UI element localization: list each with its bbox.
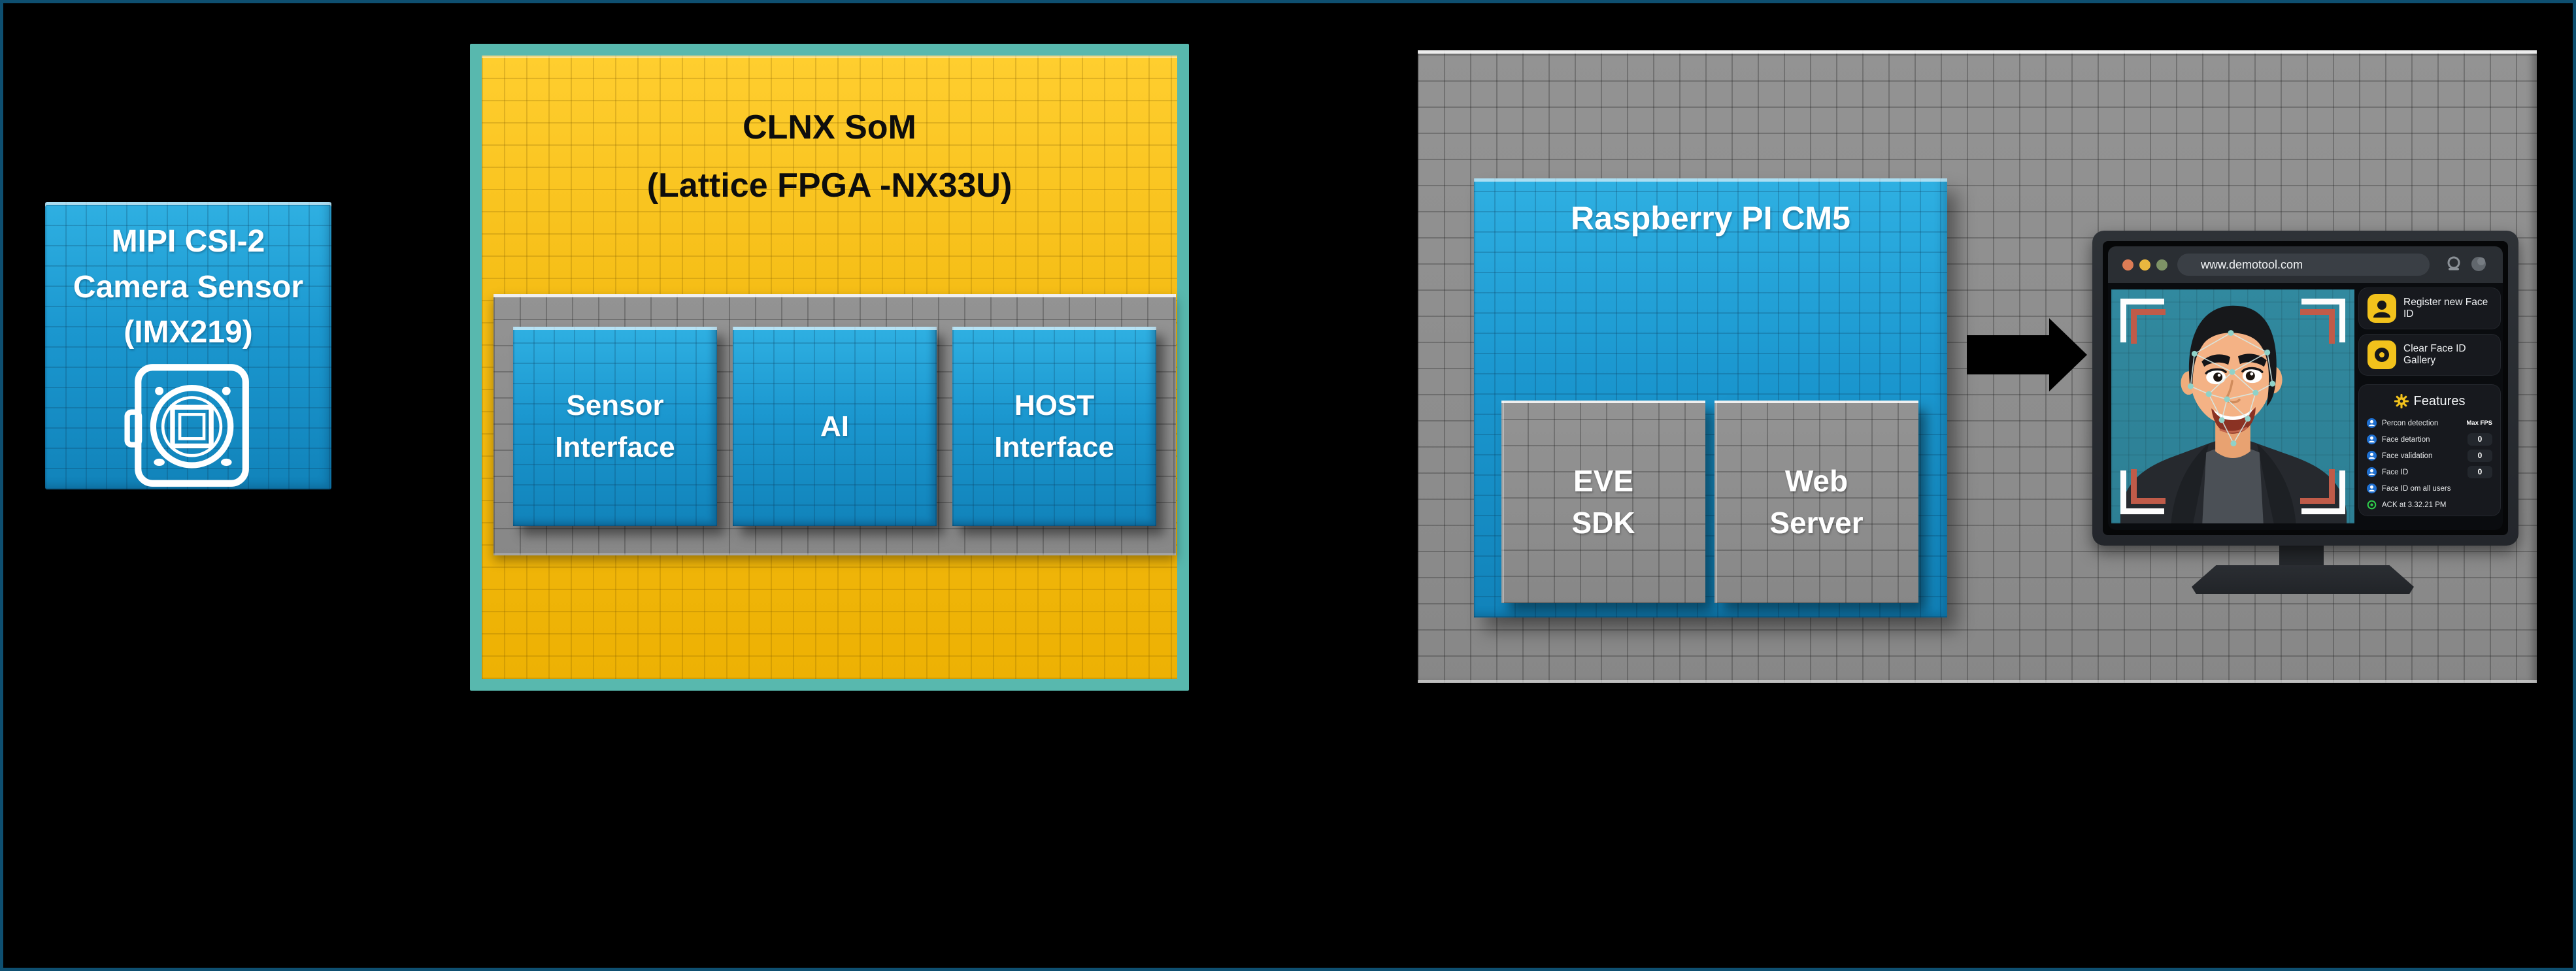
fps-value-chip: 0 (2467, 466, 2492, 478)
focus-bracket-tr-white (2301, 299, 2345, 342)
feature-label: Percon detection (2382, 419, 2439, 427)
person-icon (2367, 418, 2377, 428)
eve-sdk-block: EVE SDK (1501, 401, 1705, 603)
feature-label: Face ID (2382, 468, 2409, 476)
monitor-stand-neck (2279, 544, 2324, 568)
feature-row-face-detection: Face detartion 0 (2367, 431, 2492, 448)
som-title: CLNX SoM (Lattice FPGA -NX33U) (646, 108, 1012, 205)
camera-sensor-title: MIPI CSI-2 Camera Sensor (IMX219) (73, 224, 304, 350)
face-mesh-overlay (2190, 332, 2273, 444)
person-icon (2367, 435, 2377, 444)
url-bar[interactable]: www.demotool.com (2177, 254, 2430, 276)
gear-icon (2394, 394, 2409, 408)
feature-label: Face detartion (2382, 435, 2430, 444)
camera-sensor-icon (124, 363, 249, 487)
feature-row-face-validation: Face validation 0 (2367, 448, 2492, 464)
focus-bracket-tl-white (2120, 299, 2164, 342)
register-face-id-button[interactable]: Register new Face ID (2359, 288, 2500, 329)
som-box: CLNX SoM (Lattice FPGA -NX33U) Sensor In… (470, 44, 1189, 691)
sensor-interface-label: Sensor Interface (555, 389, 675, 463)
focus-bracket-bl-white (2120, 470, 2164, 514)
features-header: Features (2367, 391, 2492, 411)
maximize-dot[interactable] (2156, 259, 2167, 271)
fps-value-chip: 0 (2467, 433, 2492, 446)
monitor: www.demotool.com (2092, 231, 2518, 546)
clear-face-id-gallery-label: Clear Face ID Gallery (2403, 343, 2466, 366)
ack-status-label: ACK at 3.32.21 PM (2382, 501, 2447, 509)
person-icon (2367, 451, 2377, 461)
feature-row-face-id-all-users: Face ID om all users (2367, 480, 2492, 497)
face-mesh-points (2187, 330, 2276, 447)
clear-face-id-gallery-button[interactable]: Clear Face ID Gallery (2359, 335, 2500, 375)
focus-bracket-br-red (2300, 469, 2335, 504)
web-server-label: Web Server (1769, 463, 1864, 540)
som-ip-tray: Sensor Interface AI HOST Interface (493, 294, 1176, 555)
ack-status-icon (2367, 500, 2377, 510)
detected-person-illustration (2120, 305, 2347, 523)
web-server-block: Web Server (1715, 401, 1918, 603)
right-arrow-icon (1967, 318, 2087, 391)
minimize-dot[interactable] (2139, 259, 2150, 271)
avatar-icon[interactable] (2470, 255, 2487, 272)
camera-sensor-box: MIPI CSI-2 Camera Sensor (IMX219) (45, 202, 331, 489)
person-icon (2367, 484, 2377, 493)
host-interface-label: HOST Interface (994, 389, 1114, 463)
fps-value-chip: 0 (2467, 450, 2492, 462)
sensor-interface-block: Sensor Interface (513, 327, 717, 526)
person-icon (2367, 467, 2377, 477)
close-dot[interactable] (2122, 259, 2133, 271)
ai-block: AI (733, 327, 937, 526)
focus-bracket-tr-red (2300, 309, 2335, 344)
profile-icon[interactable] (2445, 255, 2462, 272)
focus-bracket-br-white (2301, 470, 2345, 514)
host-panel: Raspberry PI CM5 EVE SDK Web Server (1418, 50, 2537, 683)
focus-bracket-bl-red (2131, 469, 2166, 504)
raspberry-pi-box: Raspberry PI CM5 EVE SDK Web Server (1474, 178, 1947, 617)
url-text: www.demotool.com (2201, 258, 2303, 271)
eve-sdk-label: EVE SDK (1571, 463, 1635, 540)
monitor-stand-base (2192, 565, 2414, 594)
focus-bracket-tl-red (2131, 309, 2166, 344)
max-fps-header: Max FPS (2466, 420, 2492, 427)
register-face-id-label: Register new Face ID (2403, 297, 2488, 320)
features-panel: Features Percon detection Max FPS (2359, 385, 2500, 516)
monitor-screen: www.demotool.com (2103, 241, 2508, 535)
raspberry-pi-title: Raspberry PI CM5 (1571, 200, 1850, 237)
host-interface-block: HOST Interface (952, 327, 1156, 526)
browser-chrome: www.demotool.com (2108, 246, 2503, 283)
status-row-ack: ACK at 3.32.21 PM (2367, 497, 2492, 513)
feature-label: Face ID om all users (2382, 484, 2451, 493)
ai-label: AI (820, 410, 849, 442)
user-badge-icon (2367, 294, 2396, 323)
browser-window: www.demotool.com (2108, 246, 2503, 530)
feature-row-face-id: Face ID 0 (2367, 464, 2492, 480)
feature-row-person-detection: Percon detection Max FPS (2367, 415, 2492, 431)
demo-sidebar: Register new Face ID Clear Face ID Galle… (2359, 288, 2500, 519)
feature-label: Face validation (2382, 452, 2433, 460)
face-video-feed (2111, 289, 2354, 523)
features-title: Features (2413, 393, 2466, 408)
camera-lens-icon (2367, 340, 2396, 369)
